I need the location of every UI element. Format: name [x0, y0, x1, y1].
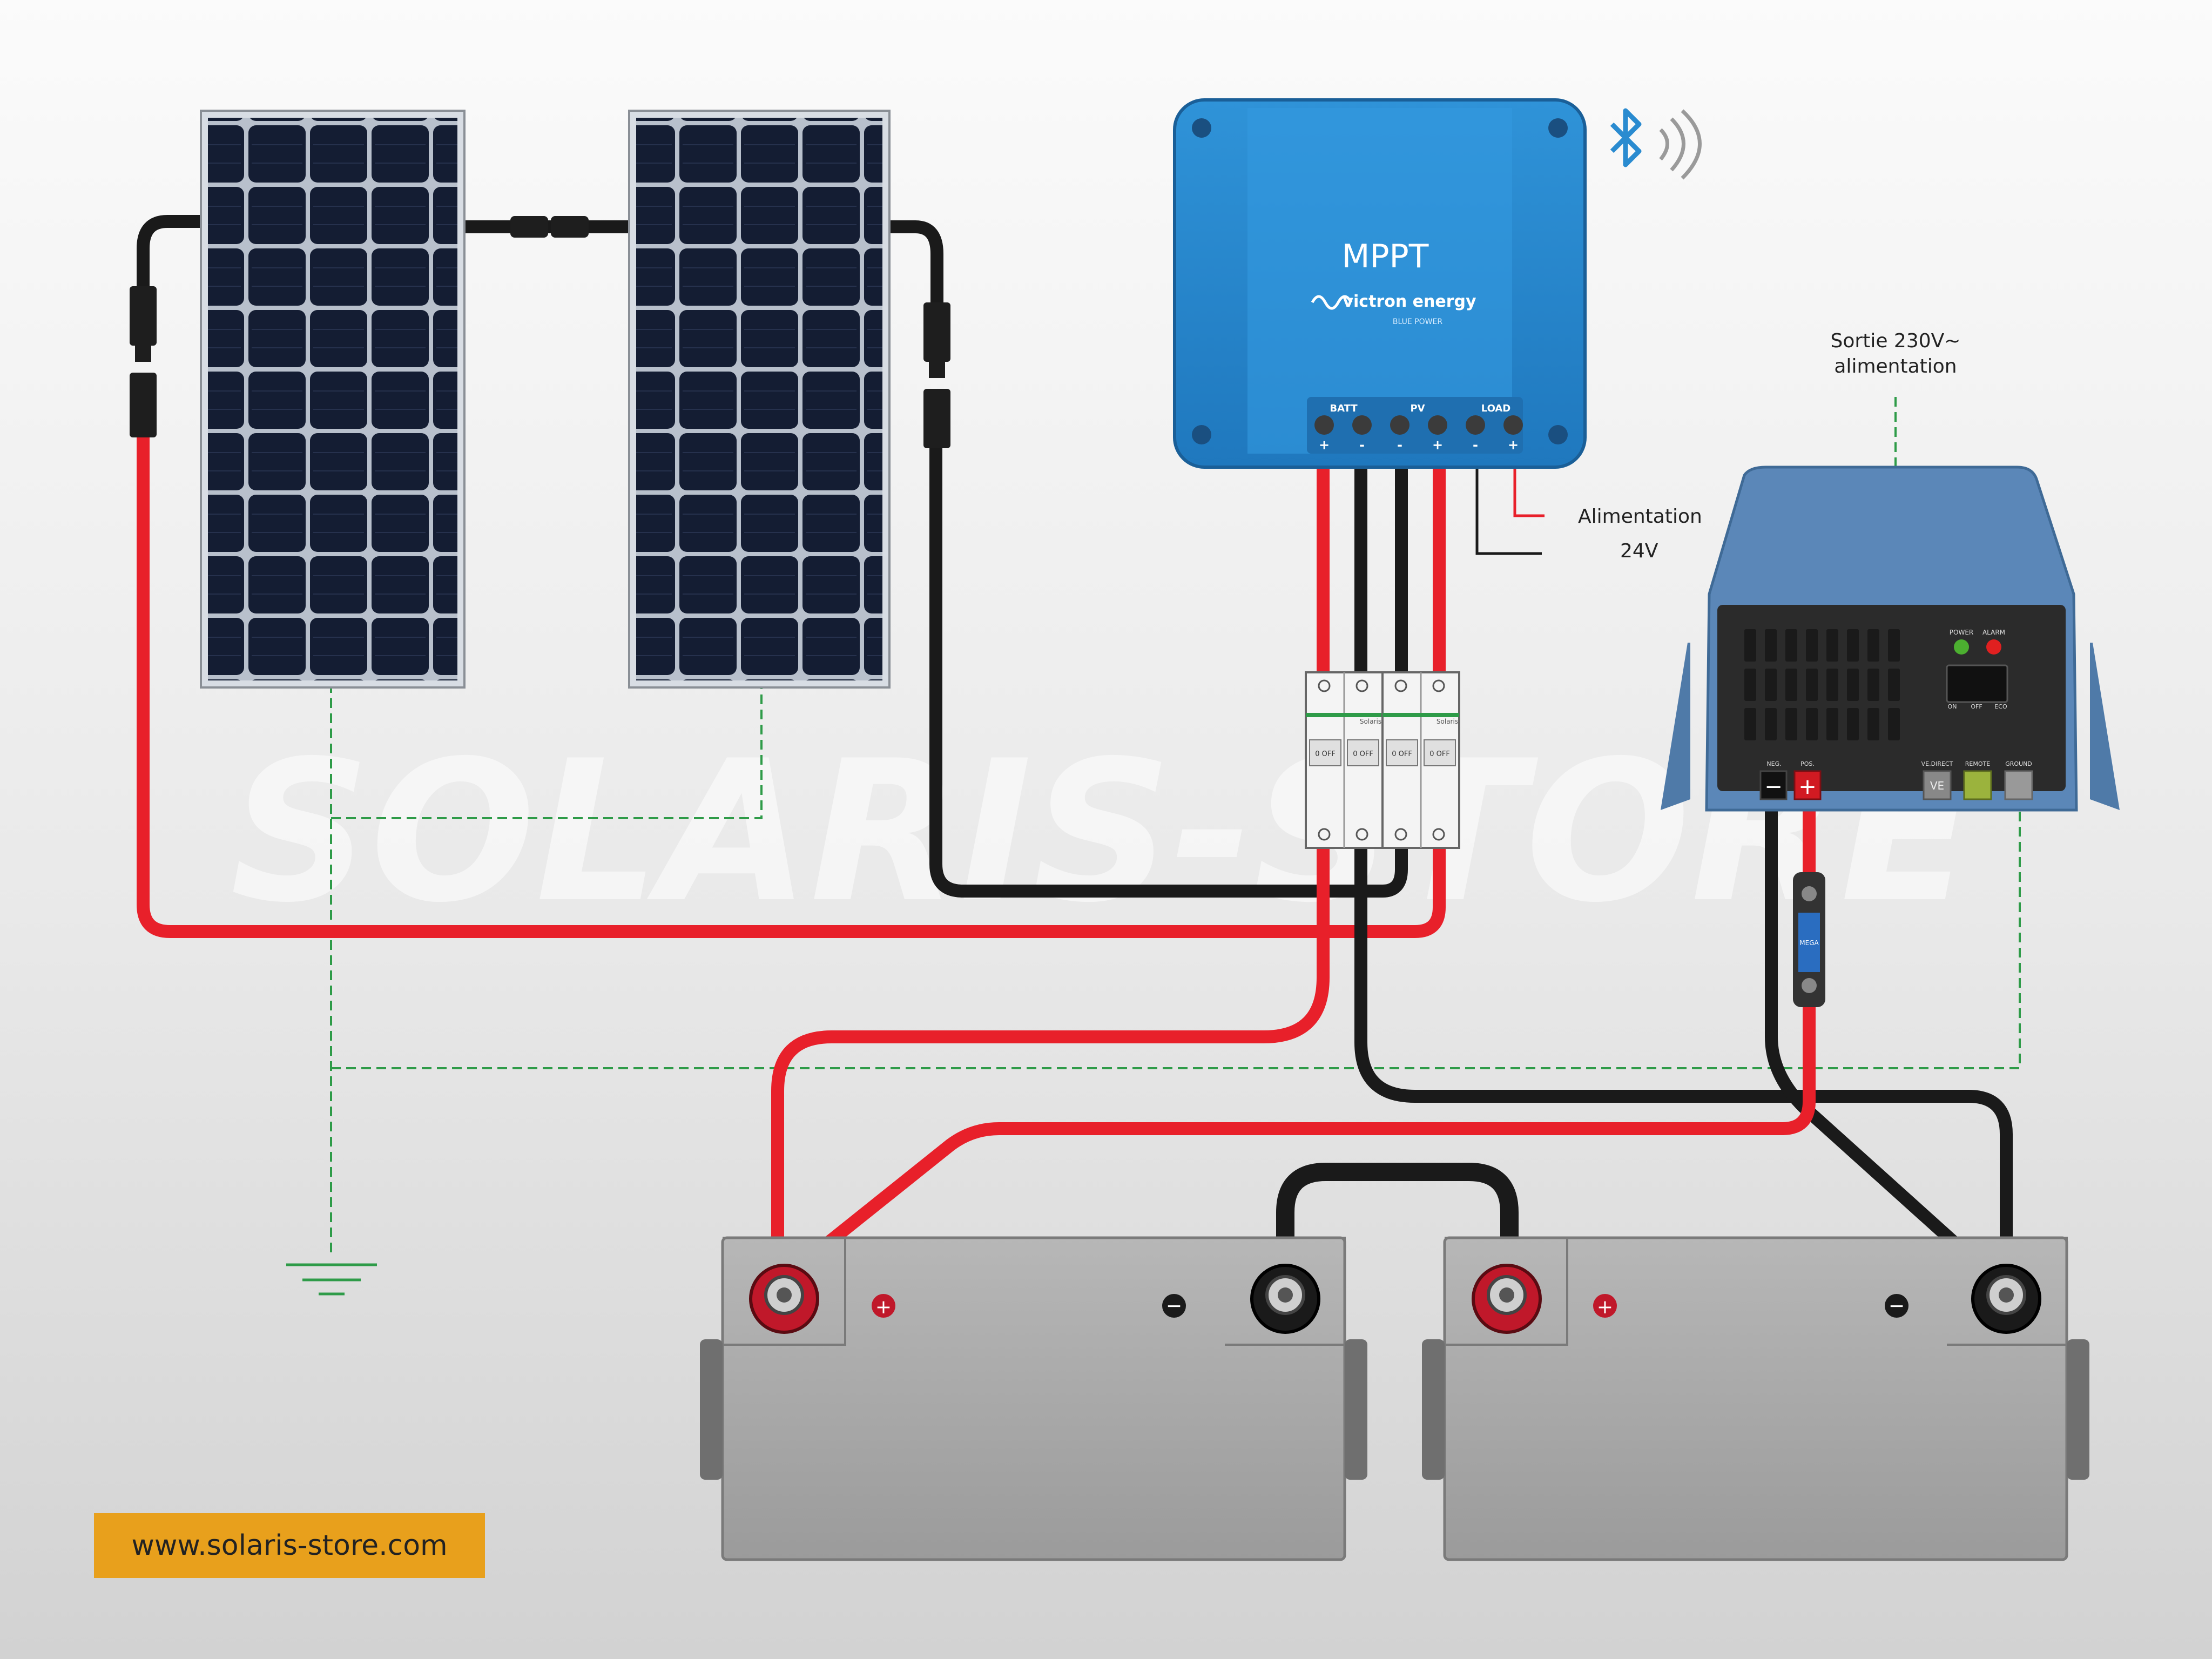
- indicator-power-label: POWER: [1950, 629, 1973, 636]
- battery-right: + −: [1422, 1236, 2089, 1561]
- victron-logo-icon: [1311, 295, 1353, 310]
- power-led-icon: [1954, 639, 1969, 655]
- minus-symbol: −: [1166, 1295, 1182, 1317]
- dc-breaker-left: 0 OFF 0 OFF Solaris: [1305, 671, 1384, 849]
- fuse-text: MEGA: [1799, 939, 1819, 947]
- switch-off-label: OFF: [1971, 703, 1982, 710]
- switch-on-label: ON: [1948, 703, 1957, 710]
- mppt-controller: MPPT victron energy BLUE POWER BATT PV L…: [1173, 98, 1587, 469]
- load-output-label-line2: 24V: [1620, 540, 1658, 562]
- controller-title: MPPT: [1342, 238, 1429, 275]
- breaker-off-text: 0 OFF: [1429, 750, 1450, 758]
- terminal-neg-label: NEG.: [1766, 760, 1781, 767]
- terminal-sign-1: +: [1319, 437, 1330, 453]
- switch-eco-label: ECO: [1994, 703, 2007, 710]
- inverter-output-label-line1: Sortie 230V~: [1831, 330, 1961, 352]
- bluetooth-icon: [1610, 108, 1642, 167]
- vedirect-port-icon: VE: [1930, 779, 1944, 792]
- terminal-pos-label: POS.: [1800, 760, 1815, 767]
- indicator-alarm-label: ALARM: [1982, 629, 2005, 636]
- inverter-positive-terminal: [1793, 770, 1822, 800]
- solar-panel-left: [200, 110, 466, 689]
- dc-breaker-right: 0 OFF 0 OFF Solaris: [1381, 671, 1460, 849]
- terminal-sign-2: -: [1359, 437, 1365, 453]
- terminal-label-load: LOAD: [1481, 403, 1511, 414]
- load-wires: [1475, 451, 1545, 555]
- port-remote-label: REMOTE: [1965, 760, 1990, 767]
- breaker-off-text: 0 OFF: [1315, 750, 1336, 758]
- vedirect-port[interactable]: [1923, 770, 1952, 800]
- mega-fuse: MEGA: [1793, 872, 1825, 1007]
- plus-icon: +: [1798, 774, 1817, 799]
- plus-symbol: +: [875, 1296, 892, 1318]
- inverter: POWER ALARM ON OFF ECO NEG. POS. − + VE.…: [1661, 466, 2120, 812]
- terminal-label-pv: PV: [1410, 403, 1425, 414]
- controller-terminal-screws: [1314, 415, 1523, 435]
- terminal-sign-6: +: [1508, 437, 1519, 453]
- breaker-off-text: 0 OFF: [1392, 750, 1412, 758]
- ground-symbol-icon: [286, 1263, 377, 1296]
- controller-brand-sub: BLUE POWER: [1393, 318, 1442, 326]
- remote-port[interactable]: [1963, 770, 1992, 800]
- alarm-led-icon: [1986, 639, 2001, 655]
- port-vedirect-label: VE.DIRECT: [1921, 760, 1953, 767]
- breaker-off-text: 0 OFF: [1353, 750, 1373, 758]
- controller-brand: victron energy: [1343, 292, 1476, 311]
- mc4-connectors: [130, 216, 950, 448]
- minus-symbol: −: [1889, 1295, 1905, 1317]
- inverter-vents: [1744, 629, 1900, 740]
- ground-wiring: [330, 397, 2021, 1253]
- inverter-negative-terminal: [1759, 770, 1788, 800]
- terminal-sign-5: -: [1473, 437, 1478, 453]
- signal-waves-icon: [1659, 109, 1702, 180]
- port-ground-label: GROUND: [2005, 760, 2032, 767]
- inverter-switch[interactable]: [1946, 664, 2008, 703]
- website-badge[interactable]: www.solaris-store.com: [94, 1513, 485, 1578]
- breaker-brand: Solaris: [1437, 718, 1458, 725]
- breaker-brand: Solaris: [1360, 718, 1381, 725]
- ground-port: [2004, 770, 2033, 800]
- plus-symbol: +: [1597, 1296, 1613, 1318]
- load-output-label-line1: Alimentation: [1578, 505, 1702, 528]
- minus-icon: −: [1764, 774, 1783, 799]
- inverter-output-label-line2: alimentation: [1834, 355, 1957, 377]
- battery-left: + −: [700, 1236, 1367, 1561]
- terminal-sign-3: -: [1397, 437, 1402, 453]
- solar-panel-right: [628, 110, 891, 689]
- terminal-sign-4: +: [1432, 437, 1443, 453]
- terminal-label-batt: BATT: [1330, 403, 1358, 414]
